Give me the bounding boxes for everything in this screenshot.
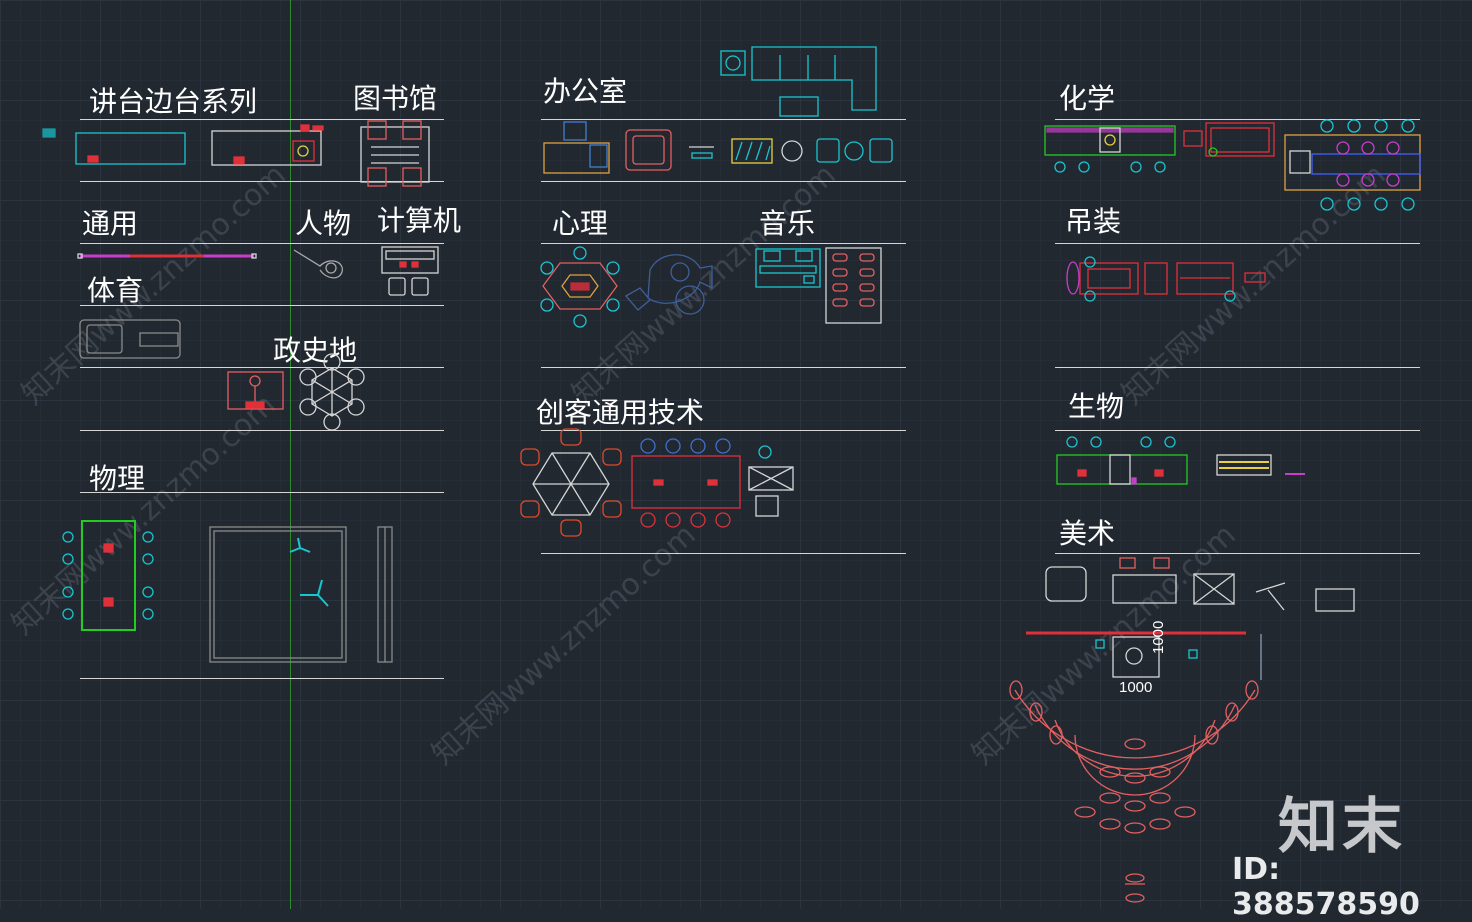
section-label-psychology: 心理 — [552, 207, 609, 240]
section-label-music: 音乐 — [759, 207, 816, 240]
shelf-line — [541, 553, 906, 554]
section-label-politics-history-geo: 政史地 — [273, 334, 358, 367]
psychology-block — [540, 246, 713, 328]
section-label-art: 美术 — [1059, 517, 1116, 550]
shelf-line — [1055, 119, 1420, 120]
shelf-line — [1055, 243, 1420, 244]
y-axis-line — [290, 0, 291, 909]
section-label-biology: 生物 — [1068, 390, 1125, 423]
shelf-line — [541, 367, 906, 368]
computer-block — [381, 246, 439, 296]
shelf-line — [1055, 367, 1420, 368]
politics-history-geo-block — [227, 353, 365, 431]
physics-block — [62, 520, 393, 663]
section-label-library: 图书馆 — [353, 82, 438, 115]
general-block — [77, 253, 257, 259]
shelf-line — [541, 430, 906, 431]
shelf-line — [80, 305, 444, 306]
shelf-line — [1055, 430, 1420, 431]
section-label-person: 人物 — [295, 207, 352, 240]
shelf-line — [541, 119, 906, 120]
shelf-line — [80, 119, 444, 120]
biology-block — [1056, 436, 1305, 485]
ceiling-block — [1066, 256, 1266, 302]
shelf-line — [80, 678, 444, 679]
shelf-line — [80, 367, 444, 368]
watermark-logo: 知末 — [1278, 792, 1406, 862]
library-block — [360, 120, 430, 187]
sports-block — [79, 319, 181, 359]
section-label-ceiling: 吊装 — [1065, 205, 1122, 238]
shelf-line — [80, 243, 444, 244]
maker-block — [520, 428, 794, 537]
section-label-office: 办公室 — [543, 75, 628, 108]
dimension-width-label: 1000 — [1119, 679, 1153, 696]
chemistry-block — [1044, 119, 1421, 211]
podium-block — [42, 124, 324, 166]
section-label-general: 通用 — [82, 207, 139, 240]
section-label-computer: 计算机 — [377, 204, 462, 237]
shelf-line — [541, 181, 906, 182]
shelf-line — [80, 430, 444, 431]
shelf-line — [80, 492, 444, 493]
watermark-id: ID: 388578590 — [1232, 852, 1420, 922]
section-label-sports: 体育 — [87, 274, 144, 307]
office-block — [543, 46, 893, 174]
music-block — [755, 247, 882, 324]
shelf-line — [80, 181, 444, 182]
section-label-physics: 物理 — [89, 462, 146, 495]
section-label-maker: 创客通用技术 — [536, 396, 705, 429]
shelf-line — [1055, 553, 1420, 554]
person-block — [293, 249, 343, 279]
art-block — [1009, 557, 1355, 903]
dimension-height-label: 1000 — [1150, 620, 1167, 654]
shelf-line — [541, 243, 906, 244]
section-label-podium: 讲台边台系列 — [89, 85, 258, 118]
section-label-chemistry: 化学 — [1059, 82, 1116, 115]
